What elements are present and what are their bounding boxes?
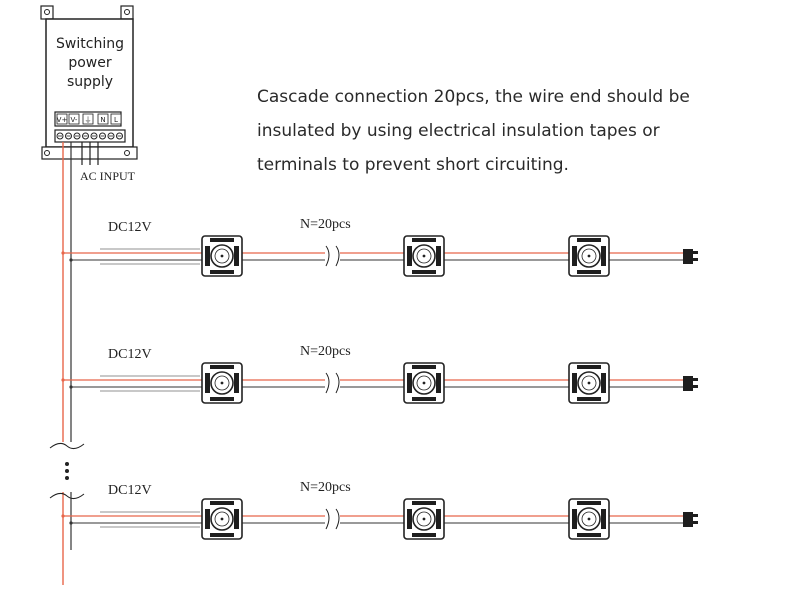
power-supply-label-3: supply [67, 74, 113, 90]
led-module [403, 235, 445, 277]
end-connector [683, 512, 698, 527]
note-line-1: Cascade connection 20pcs, the wire end s… [257, 87, 690, 107]
terminal-label: N [100, 116, 105, 124]
terminal-label-box [68, 113, 80, 125]
led-module [201, 362, 243, 404]
terminal-label-box [97, 113, 109, 125]
wire-break-mark [325, 245, 330, 267]
terminal-label-box [56, 113, 68, 125]
terminal-label-box [110, 113, 122, 125]
terminal-label: V+ [57, 116, 68, 124]
wire-break-mark [325, 372, 330, 394]
led-module [201, 235, 243, 277]
power-supply: Switching power supply V+V- ⏚ N L [40, 5, 138, 160]
row-count-label: N=20pcs [300, 480, 351, 495]
row-count-label: N=20pcs [300, 217, 351, 232]
module-row: DC12V N=20pcs [61, 480, 698, 540]
led-module [568, 362, 610, 404]
ac-input-wires [81, 142, 99, 165]
wire-break-mark [325, 508, 330, 530]
module-row: DC12V N=20pcs [61, 344, 698, 404]
ellipsis-dots [65, 462, 69, 480]
terminal-label-box [82, 113, 94, 125]
terminal-label: ⏚ [85, 116, 92, 124]
break-mark-bottom [49, 492, 85, 500]
terminal-label: V- [71, 116, 78, 124]
end-connector [683, 249, 698, 264]
led-module [568, 235, 610, 277]
ac-input-label: AC INPUT [80, 169, 136, 183]
row-voltage-label: DC12V [108, 483, 152, 498]
end-connector [683, 376, 698, 391]
main-bus [49, 142, 85, 585]
mounting-tab-right [120, 5, 134, 20]
row-voltage-label: DC12V [108, 220, 152, 235]
terminal-labels: V+V- ⏚ N L [56, 113, 122, 125]
terminal-label: L [114, 116, 118, 124]
row-count-label: N=20pcs [300, 344, 351, 359]
terminal-screws [56, 132, 123, 140]
module-row: DC12V N=20pcs [61, 217, 698, 277]
power-supply-label-1: Switching [56, 36, 124, 52]
led-module [568, 498, 610, 540]
cascade-note: Cascade connection 20pcs, the wire end s… [257, 80, 777, 182]
led-module [403, 362, 445, 404]
note-line-2: insulated by using electrical insulation… [257, 121, 660, 141]
break-mark-top [49, 442, 85, 450]
mounting-tab-left [40, 5, 54, 20]
note-line-3: terminals to prevent short circuiting. [257, 155, 569, 175]
led-module [403, 498, 445, 540]
power-supply-label-2: power [68, 55, 112, 71]
led-module [201, 498, 243, 540]
row-voltage-label: DC12V [108, 347, 152, 362]
